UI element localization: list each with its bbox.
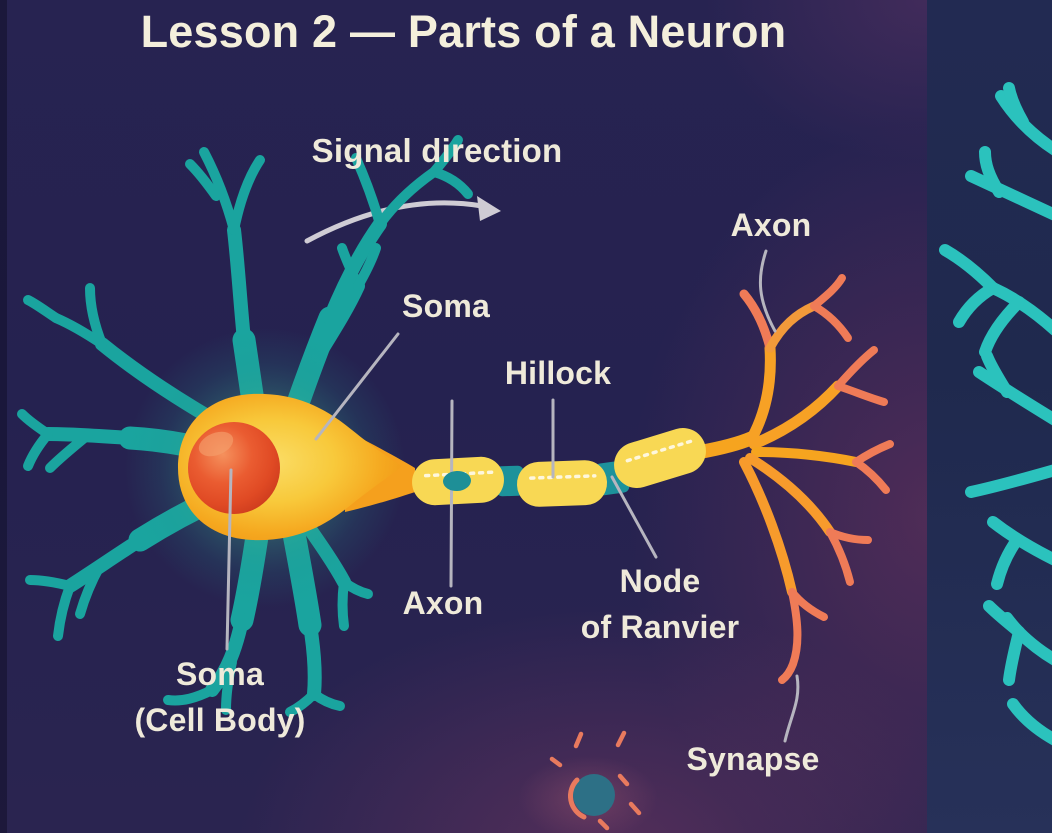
axon-upper-label: Axon [730, 207, 812, 243]
leader-soma-body [225, 468, 233, 651]
synapse-label: Synapse [686, 741, 820, 777]
myelin-segment-2 [517, 460, 608, 507]
myelin-sheath [412, 427, 706, 507]
leader-node-of-ranvier [610, 475, 658, 559]
neuron-diagram [17, 135, 894, 833]
myelin-segment-3 [614, 427, 706, 489]
signal-direction-label: Signal direction [311, 132, 563, 169]
main-slide-panel: Lesson 2 — Parts of a Neuron Signal dire… [0, 0, 927, 833]
node-of-ranvier-label: Node of Ranvier [581, 558, 739, 651]
leader-axon-lower [449, 399, 454, 588]
soma-cell-body-line1: Soma [176, 656, 264, 692]
node-of-ranvier-line1: Node [619, 563, 701, 599]
nucleus [188, 422, 280, 514]
leader-soma-upper [314, 332, 400, 441]
slide-title: Lesson 2 — Parts of a Neuron [140, 6, 787, 57]
neurotransmitter-dashes [549, 730, 642, 831]
hillock-label: Hillock [504, 355, 612, 391]
axon-lower-label: Axon [402, 585, 484, 621]
synaptic-bouton [573, 774, 615, 816]
synapse-illustration [518, 730, 658, 833]
axon-terminals [693, 274, 894, 684]
leader-lines [225, 249, 800, 743]
node-of-ranvier-line2: of Ranvier [580, 609, 740, 646]
soma-cell-body-line2: (Cell Body) [134, 702, 306, 739]
soma-cell-body-label: Soma (Cell Body) [134, 651, 305, 744]
leader-synapse [783, 674, 800, 743]
axon-dot [443, 470, 471, 492]
soma-label: Soma [402, 288, 490, 324]
leader-axon-upper [758, 249, 777, 333]
second-neuron-dendrites [939, 82, 1052, 746]
next-slide-partial [927, 0, 1052, 833]
